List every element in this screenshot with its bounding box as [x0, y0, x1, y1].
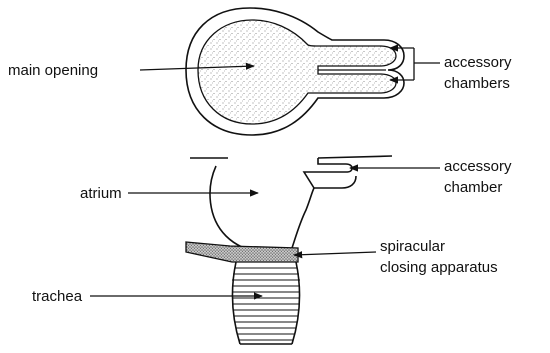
label-accessory-chambers-1: accessory: [444, 54, 512, 71]
label-trachea: trachea: [32, 288, 83, 305]
side-section-spiracle: [186, 156, 392, 344]
label-accessory-chamber-2: chamber: [444, 179, 502, 196]
label-spiracular-1: spiracular: [380, 238, 445, 255]
label-atrium: atrium: [80, 185, 122, 202]
atrium-wall: [210, 166, 314, 248]
closing-apparatus-band: [186, 242, 298, 262]
pointer-spiracular: [294, 252, 376, 255]
accessory-chamber-fold: [304, 156, 392, 188]
pointer-accessory-chambers: [390, 48, 440, 80]
trachea-taenidia: [232, 268, 300, 340]
label-main-opening: main opening: [8, 62, 98, 79]
label-accessory-chambers-2: chambers: [444, 75, 510, 92]
label-accessory-chamber-1: accessory: [444, 158, 512, 175]
main-opening-area: [198, 20, 396, 124]
label-spiracular-2: closing apparatus: [380, 259, 498, 276]
top-view-spiracle: [186, 8, 404, 135]
